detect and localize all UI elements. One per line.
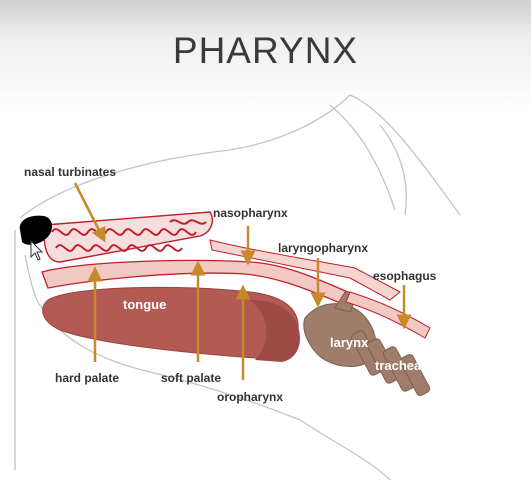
nasal-turbinates (51, 219, 207, 252)
nose (19, 215, 52, 245)
nasal-cavity (43, 211, 213, 263)
label-oropharynx: oropharynx (217, 390, 283, 404)
trachea-rings (350, 330, 431, 396)
label-trachea: trachea (375, 358, 422, 373)
tongue-root (250, 300, 300, 362)
label-arrows (73, 182, 412, 380)
label-hard-palate: hard palate (55, 371, 119, 385)
slide-title: PHARYNX (172, 30, 359, 71)
mouse-cursor-icon (30, 240, 44, 261)
label-larynx: larynx (330, 335, 369, 350)
label-nasopharynx: nasopharynx (213, 206, 288, 220)
label-nasal-turbinates: nasal turbinates (24, 165, 116, 179)
label-esophagus: esophagus (373, 269, 437, 283)
label-laryngopharynx: laryngopharynx (278, 241, 368, 255)
label-soft-palate: soft palate (161, 371, 221, 385)
label-tongue: tongue (123, 297, 166, 312)
head-outline (14, 94, 461, 481)
tongue-shape (42, 286, 299, 359)
arrow-nasal-turbinates (73, 182, 106, 243)
slide-header-shade (0, 0, 531, 110)
